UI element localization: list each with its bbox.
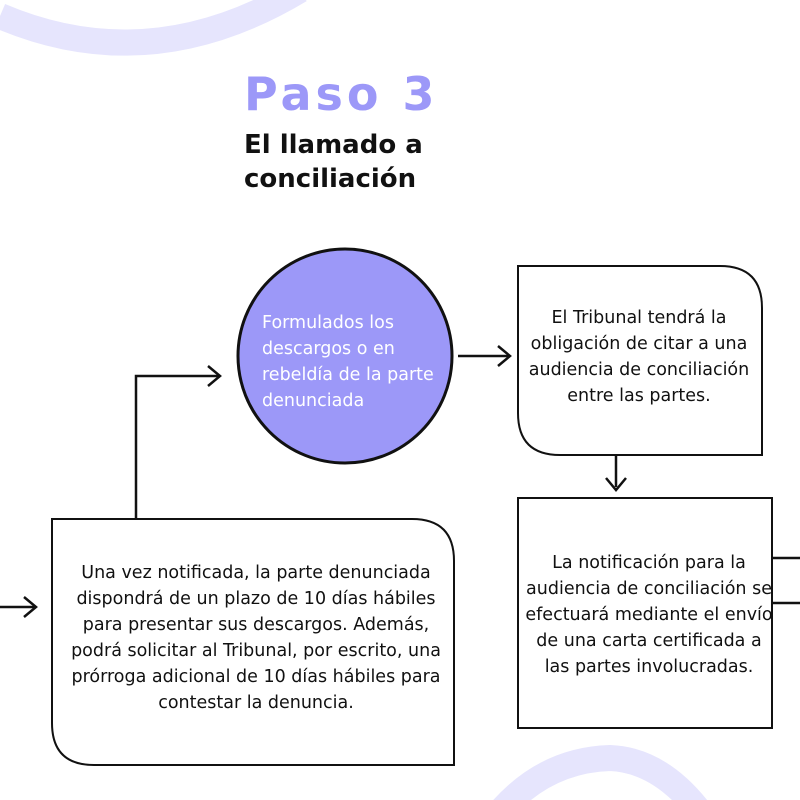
connector-response-to-circle <box>134 374 218 519</box>
decorative-arc-bottom <box>493 744 707 800</box>
arrowhead-tribunal <box>497 345 512 367</box>
decorative-arc-top <box>0 0 307 56</box>
step-title: Paso 3 <box>244 67 439 121</box>
circle-node <box>236 247 454 465</box>
notification-box-text: La notificación para la audiencia de con… <box>525 553 773 677</box>
tribunal-box <box>517 265 763 456</box>
response-box <box>51 518 455 766</box>
notification-box <box>517 497 773 729</box>
page-title: El llamado a conciliación <box>244 130 423 194</box>
arrowhead-notification <box>605 477 627 492</box>
arrowhead-response <box>23 596 38 618</box>
response-box-text: Una vez notificada, la parte denunciada … <box>71 563 441 713</box>
tribunal-box-text: El Tribunal tendrá la obligación de cita… <box>528 308 750 406</box>
arrowhead-circle <box>207 365 222 387</box>
circle-node-text: Formulados los descargos o en rebeldía d… <box>262 313 434 411</box>
